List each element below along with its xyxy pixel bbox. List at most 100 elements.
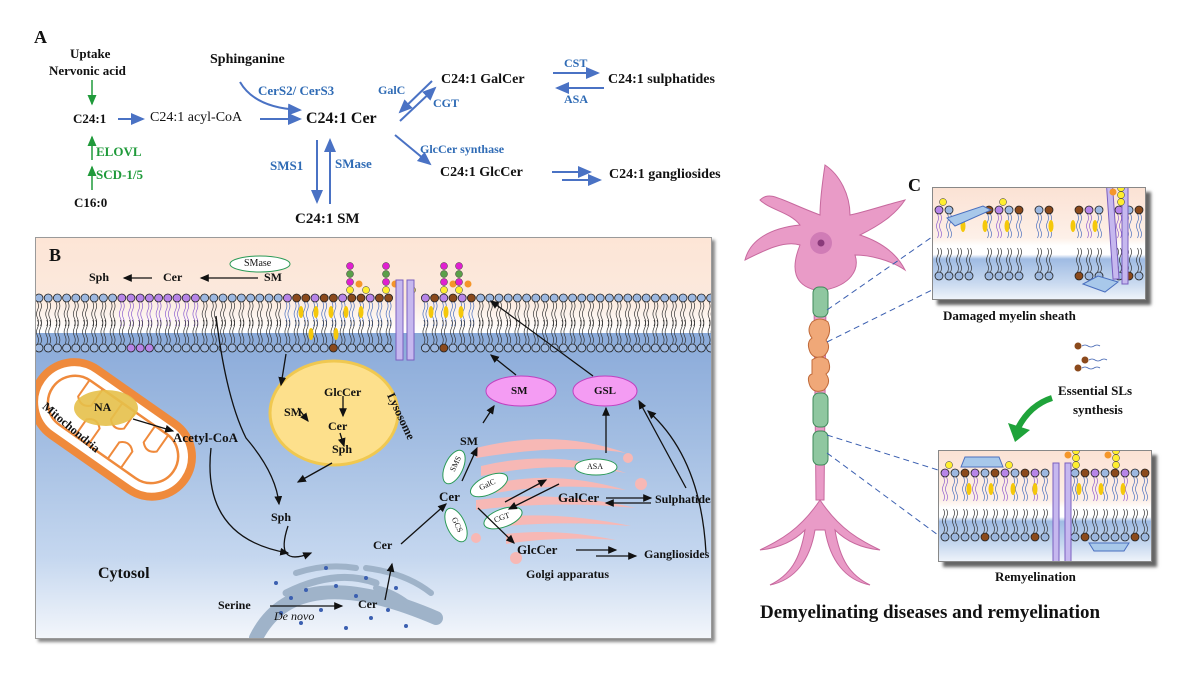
synthesis-label: synthesis: [1073, 402, 1123, 417]
arrow-galc: [398, 80, 433, 114]
arrow-lyso-cer-sph: [337, 432, 346, 448]
membrane-channel-right: [406, 279, 415, 361]
arrow-sulph-gsl: [638, 399, 687, 489]
c24-1-label: C24:1: [73, 111, 107, 126]
cytosol-label: Cytosol: [98, 565, 150, 582]
endoplasmic-reticulum: [249, 563, 443, 638]
arrow-smves-membrane: [489, 354, 517, 376]
c24-sm-label: C24:1 SM: [295, 211, 360, 227]
lysosome-sph-label: Sph: [332, 442, 353, 456]
remyelinated-membrane: [940, 451, 1150, 561]
lysosome: [268, 359, 400, 467]
glccer-synthase-label: GlcCer synthase: [420, 142, 505, 156]
arrow-galcer-cer: [507, 483, 560, 510]
panel-b: B Sph Cer SM SMase NA Acetyl-CoA Mitocho…: [35, 237, 712, 639]
acyl-coa-label: C24:1 acyl-CoA: [150, 110, 243, 125]
cer-top-label: Cer: [163, 270, 183, 284]
galcer-label: GalCer: [558, 490, 600, 505]
panel-c-label: C: [908, 175, 921, 195]
essential-sls-label: Essential SLs: [1058, 383, 1133, 398]
scd-label: SCD-1/5: [96, 167, 143, 182]
remyelination-label: Remyelination: [995, 569, 1076, 584]
uptake-label: Uptake: [70, 46, 111, 61]
damaged-myelin-1: [807, 318, 831, 358]
panel-a-arrows: [87, 67, 604, 204]
golgi-sm-label: SM: [460, 434, 478, 448]
golgi-cer-label: Cer: [439, 489, 460, 504]
asa-label: ASA: [587, 462, 604, 471]
damaged-myelin-box: [932, 187, 1146, 300]
arrow-na-acetylcoa: [132, 418, 175, 433]
sulphatides-label: Sulphatides: [655, 492, 712, 506]
arrow-cer-golgi: [400, 503, 447, 545]
asa-label: ASA: [564, 92, 589, 106]
lipid-molecules: [1074, 342, 1108, 372]
arrow-lyso-sph-out: [296, 462, 333, 483]
plasma-membrane: [36, 262, 711, 353]
sph-top-label: Sph: [89, 270, 110, 284]
myelin-segment-2: [812, 392, 829, 428]
synthesis-arrowhead: [1008, 423, 1030, 442]
golgi-apparatus-label: Golgi apparatus: [526, 567, 610, 581]
galc-oval: [469, 472, 509, 498]
arrow-sph-er: [283, 525, 313, 560]
gangliosides-label: Gangliosides: [644, 547, 710, 561]
serine-label: Serine: [218, 598, 251, 612]
membrane-channel-left: [395, 279, 404, 361]
nervonic-acid-droplet: [74, 390, 138, 426]
sms-oval: [442, 449, 466, 485]
myelin-segment-1: [812, 286, 829, 318]
ribosome-dots: [274, 566, 408, 630]
arrow-gslves-membrane: [489, 300, 594, 377]
gangliosides-label: C24:1 gangliosides: [609, 167, 721, 182]
glccer-label: GlcCer: [517, 542, 558, 557]
er-cer-label: Cer: [358, 597, 378, 611]
nervonic-acid-label: Nervonic acid: [49, 63, 126, 78]
gsl-vesicle: [572, 375, 638, 407]
arrow-cer-sm: [461, 446, 478, 482]
acetyl-coa-label: Acetyl-CoA: [173, 430, 238, 445]
lysosome-sm-label: SM: [284, 405, 302, 419]
sulphatides-label: C24:1 sulphatides: [608, 72, 715, 87]
panel-b-graphics: [36, 255, 711, 638]
remyelination-box: [938, 450, 1152, 562]
neuron-nucleolus: [817, 239, 825, 247]
cgt-label: CGT: [433, 96, 460, 110]
gsl-vesicle-label: GSL: [594, 385, 617, 397]
sm-top-label: SM: [264, 270, 282, 284]
damaged-myelin-label: Damaged myelin sheath: [943, 308, 1076, 323]
arrow-glccer-synthase: [394, 134, 432, 166]
arrow-sphinganine-to-cer: [239, 81, 302, 116]
galc-label: GalC: [378, 83, 406, 97]
arrow-cer-galcer: [504, 479, 548, 503]
c16-0-label: C16:0: [74, 195, 108, 210]
c24-cer-label: C24:1 Cer: [306, 110, 377, 127]
panel-a-label: A: [34, 27, 47, 47]
arrow-lyso-sm-cer: [297, 407, 309, 423]
arrow-gang-gsl: [647, 410, 707, 554]
smase-top-label: SMase: [244, 258, 272, 269]
arrow-cer-glccer: [477, 507, 515, 544]
arrow-sm-vesicle: [482, 404, 495, 424]
figure-title: Demyelinating diseases and remyelination: [760, 602, 1101, 623]
sms1-label: SMS1: [270, 158, 304, 173]
mitochondrion: [36, 358, 196, 501]
asa-oval: [574, 458, 618, 476]
sph-mid-label: Sph: [271, 510, 292, 524]
damaged-membrane: [934, 188, 1144, 293]
arrow-sph-path: [215, 315, 283, 506]
smase-label: SMase: [335, 156, 372, 171]
na-label: NA: [94, 400, 112, 414]
sm-vesicle-label: SM: [511, 385, 528, 397]
glccer-label: C24:1 GlcCer: [440, 165, 523, 180]
arrow-er-cer-up: [384, 562, 395, 601]
sm-vesicle: [485, 375, 557, 407]
lysosome-cer-label: Cer: [328, 419, 348, 433]
cst-label: CST: [564, 56, 588, 70]
arrow-acetylcoa-er: [209, 447, 290, 556]
panel-b-label: B: [49, 245, 62, 265]
cer-mid-label: Cer: [373, 538, 393, 552]
synthesis-arrow: [1015, 395, 1054, 430]
de-novo-label: De novo: [274, 609, 315, 623]
arrow-cgt: [399, 86, 437, 122]
